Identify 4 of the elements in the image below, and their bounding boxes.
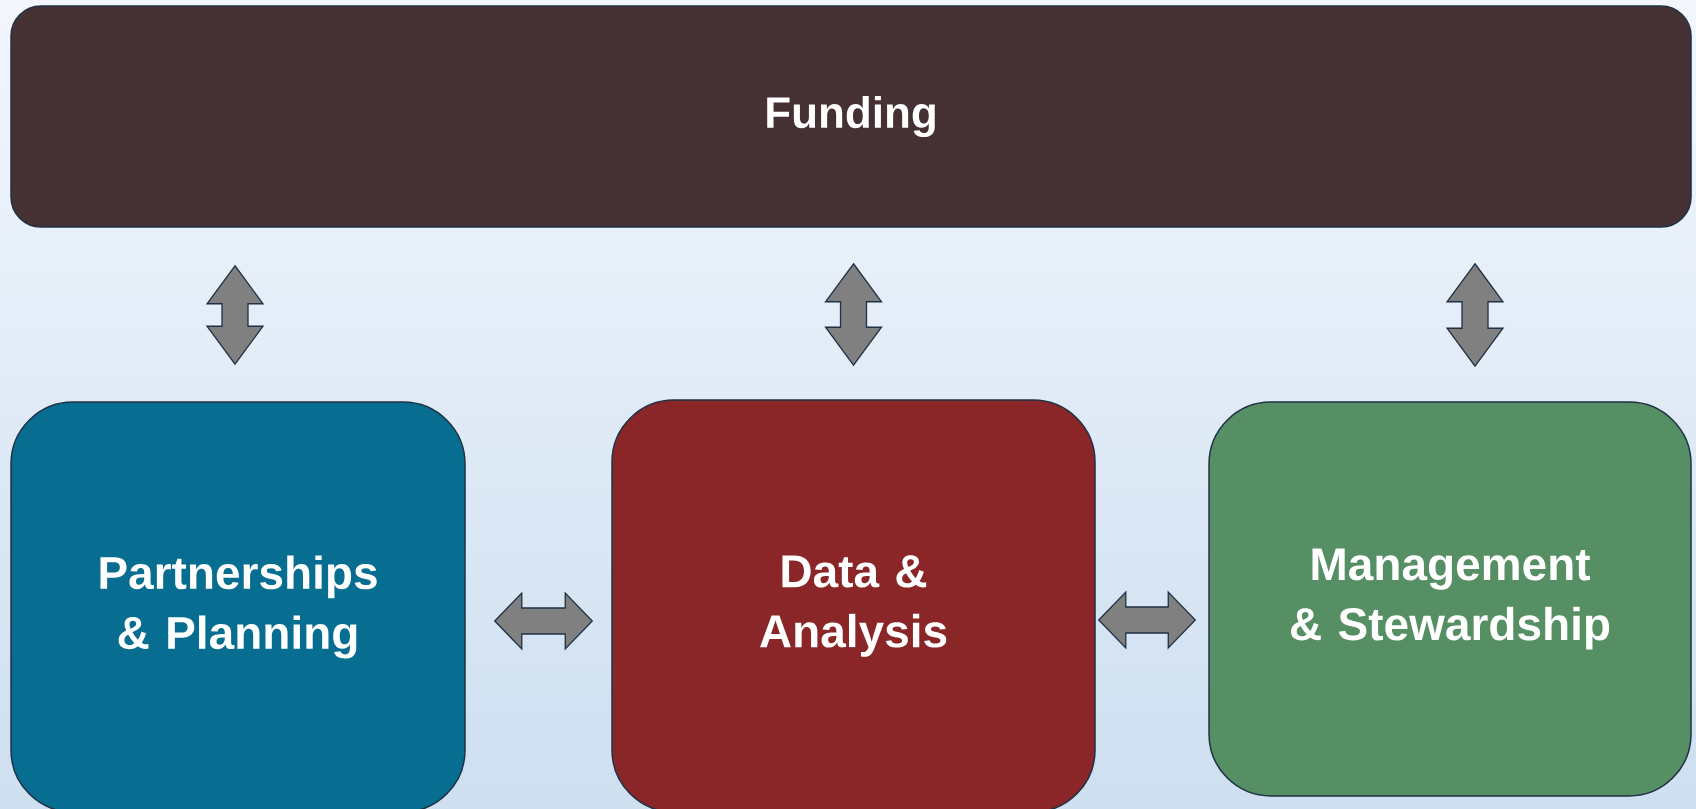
process-box: Management & Stewardship xyxy=(1208,401,1692,797)
top-banner: Funding xyxy=(10,5,1692,228)
process-box: Partnerships & Planning xyxy=(10,401,466,809)
process-box: Data & Analysis xyxy=(611,399,1096,809)
